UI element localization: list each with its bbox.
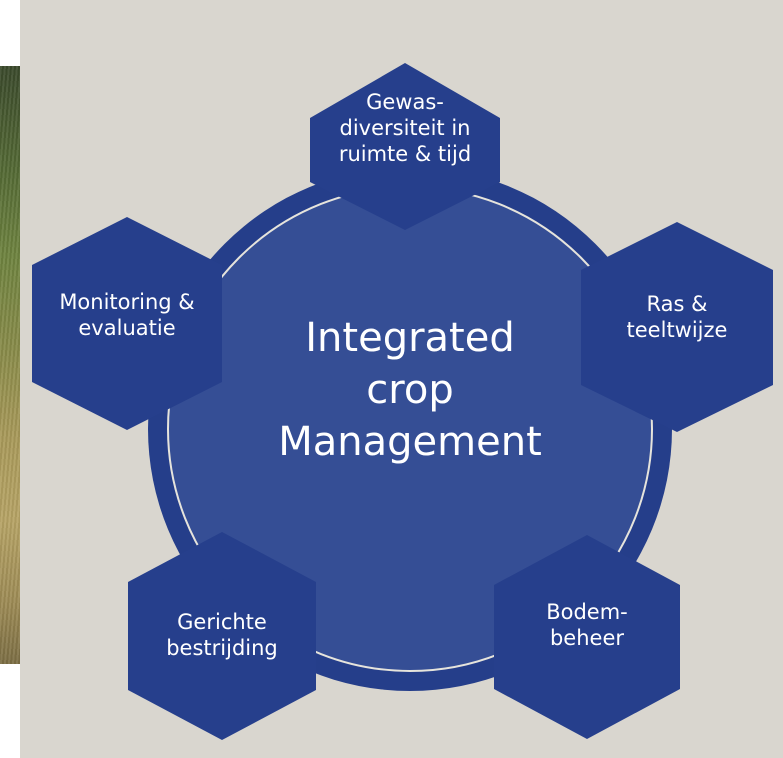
node-label-monitoring-evaluation: Monitoring & evaluatie bbox=[59, 290, 195, 340]
field-photo bbox=[0, 66, 22, 664]
center-title: Integrated crop Management bbox=[278, 315, 542, 465]
hexagon-bottom-left bbox=[128, 532, 316, 740]
node-label-soil-management: Bodem- beheer bbox=[546, 600, 628, 650]
node-label-variety-cultivation: Ras & teeltwijze bbox=[626, 292, 728, 342]
hexagon-top bbox=[310, 63, 500, 230]
node-label-targeted-control: Gerichte bestrijding bbox=[166, 610, 278, 660]
hexagon-bottom-right bbox=[494, 535, 680, 739]
node-label-crop-diversity: Gewas- diversiteit in ruimte & tijd bbox=[338, 90, 472, 166]
hexagon-right bbox=[581, 222, 773, 432]
center-circle bbox=[168, 187, 652, 671]
hexagon-left bbox=[32, 217, 222, 430]
